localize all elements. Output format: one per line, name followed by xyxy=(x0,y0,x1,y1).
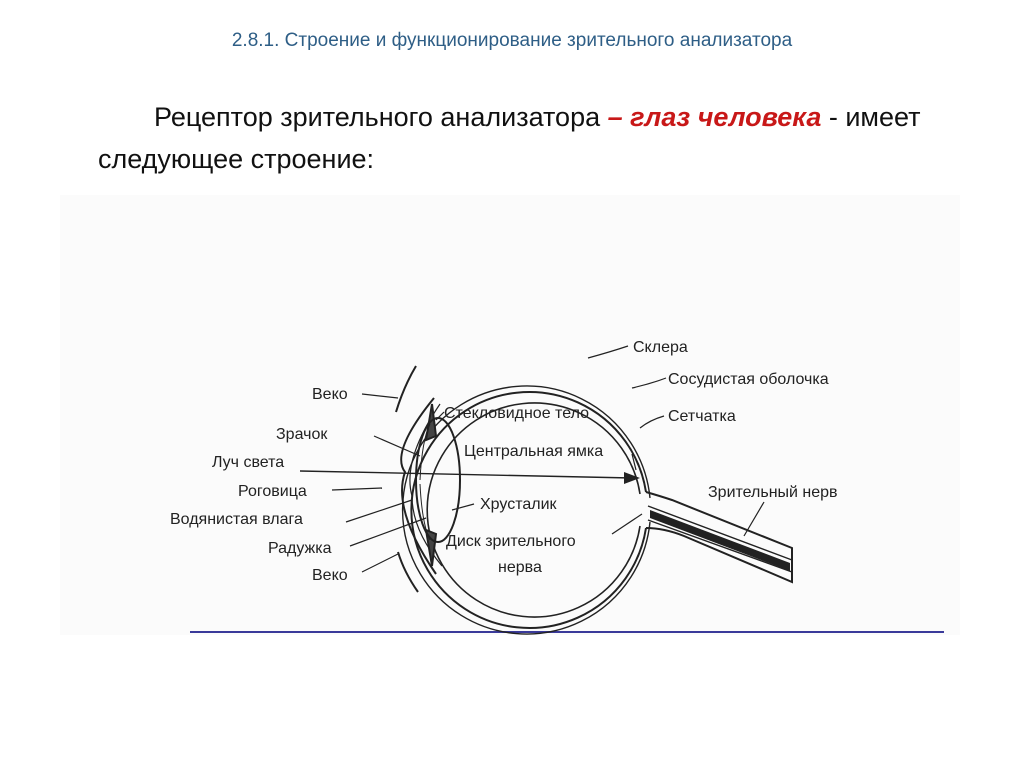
slide-title: 2.8.1. Строение и функционирование зрите… xyxy=(231,30,793,51)
label-choroid: Сосудистая оболочка xyxy=(668,371,829,388)
iris-lower xyxy=(424,528,438,567)
leader-lines xyxy=(331,345,765,573)
leader-lens xyxy=(451,503,475,511)
label-pupil: Зрачок xyxy=(276,426,328,443)
scan-background xyxy=(60,195,960,635)
label-cornea: Роговица xyxy=(238,483,307,500)
eye-drawing xyxy=(299,365,793,635)
label-optic-disc-line1: Диск зрительного xyxy=(446,533,576,550)
label-lens: Хрусталик xyxy=(480,496,558,513)
retina-outline xyxy=(426,402,641,618)
label-retina: Сетчатка xyxy=(668,408,736,425)
optic-nerve-shape xyxy=(645,491,793,584)
label-aqueous: Водянистая влага xyxy=(170,511,303,528)
label-iris: Радужка xyxy=(268,540,332,557)
sclera-outline xyxy=(410,391,647,629)
light-ray-line xyxy=(299,470,633,479)
leader-sclera xyxy=(587,345,629,359)
eyelid-bottom-shape xyxy=(397,551,419,593)
light-ray-arrow xyxy=(624,472,640,484)
leader-retina xyxy=(639,415,665,429)
optic-nerve-fill xyxy=(650,510,790,571)
leader-optic-disc xyxy=(611,513,643,535)
leader-iris xyxy=(349,517,427,547)
leader-aqueous xyxy=(345,499,413,523)
label-light-ray: Луч света xyxy=(212,454,284,471)
cornea-outline xyxy=(400,397,437,575)
leader-cornea xyxy=(331,487,383,491)
label-optic-disc-line2: нерва xyxy=(498,559,542,576)
label-eyelid-top: Веко xyxy=(312,386,348,403)
label-optic-nerve: Зрительный нерв xyxy=(708,484,838,501)
label-vitreous: Стекловидное тело xyxy=(444,405,589,422)
leader-eyelid-bottom xyxy=(361,553,399,573)
lead-text-end: - имеет следующее строение: xyxy=(98,102,921,174)
leader-pupil xyxy=(373,435,421,457)
lead-paragraph: Рецептор зрительного анализатора – глаз … xyxy=(98,96,958,180)
eyelid-top-shape xyxy=(395,365,417,413)
optic-nerve-inner xyxy=(647,505,793,573)
choroid-outline xyxy=(401,385,651,635)
leader-choroid xyxy=(631,377,667,389)
leader-optic-nerve xyxy=(743,501,765,537)
label-eyelid-bottom: Веко xyxy=(312,567,348,584)
leader-eyelid-top xyxy=(361,393,399,399)
label-sclera: Склера xyxy=(633,339,688,356)
leader-vitreous xyxy=(435,411,445,421)
lead-text-start: Рецептор зрительного анализатора xyxy=(154,102,608,132)
lead-accent-human-eye: – глаз человека xyxy=(607,102,822,132)
label-fovea: Центральная ямка xyxy=(464,443,603,460)
leader-fovea xyxy=(631,453,637,471)
